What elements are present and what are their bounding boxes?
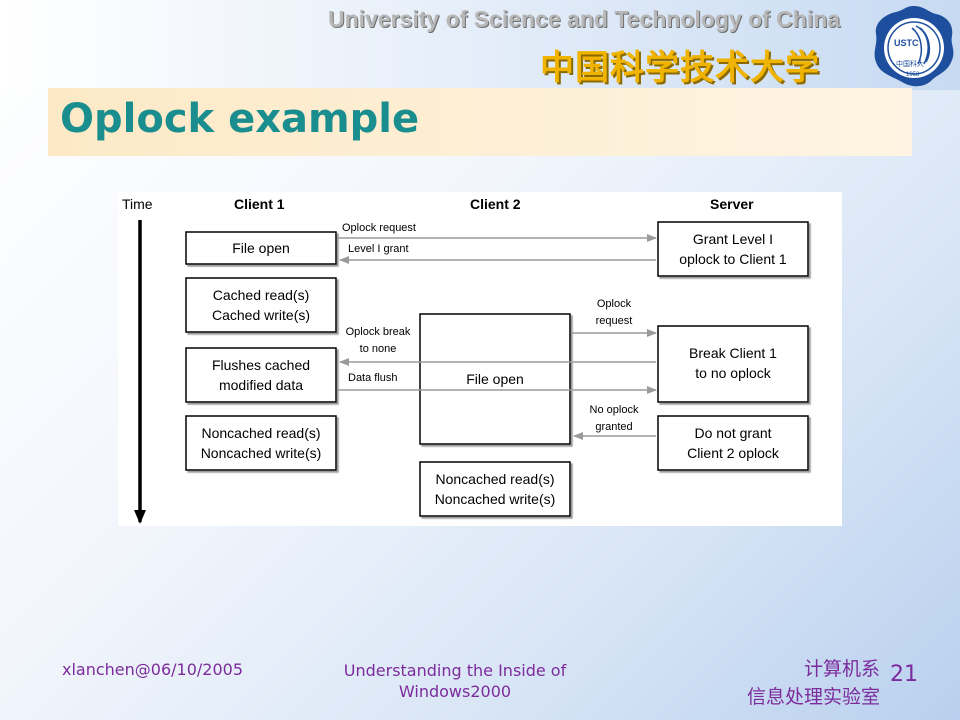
university-name-en: University of Science and Technology of … (328, 6, 841, 32)
svg-text:Noncached write(s): Noncached write(s) (201, 445, 322, 461)
svg-text:Noncached read(s): Noncached read(s) (435, 471, 554, 487)
title-bar (48, 88, 912, 156)
svg-text:Client 2 oplock: Client 2 oplock (687, 445, 780, 461)
university-logo: USTC 中国科大 1958 (874, 6, 954, 87)
msg-data-flush: Data flush (348, 372, 398, 384)
client1-box-flush (185, 347, 337, 403)
client1-header: Client 1 (234, 196, 285, 212)
header-band (0, 0, 960, 90)
svg-text:Noncached write(s): Noncached write(s) (435, 491, 556, 507)
client1-box-noncached-rw (185, 415, 337, 471)
footer-dept-line2: 信息处理实验室 (746, 686, 880, 708)
svg-text:File open: File open (466, 371, 524, 387)
svg-text:Break Client 1: Break Client 1 (689, 345, 777, 361)
footer-dept-line1: 计算机系 (803, 658, 880, 680)
svg-text:modified data: modified data (219, 377, 303, 393)
msg-level1-grant: Level I grant (348, 243, 409, 255)
client2-box-file-open (419, 313, 571, 445)
svg-text:Flushes cached: Flushes cached (212, 357, 310, 373)
svg-text:USTC: USTC (894, 38, 919, 48)
svg-text:Grant Level I: Grant Level I (693, 231, 773, 247)
university-name-cn: 中国科学技术大学 (540, 48, 820, 88)
slide-title: Oplock example (60, 96, 420, 142)
time-label: Time (122, 196, 153, 212)
svg-text:Do not grant: Do not grant (694, 425, 771, 441)
footer-course: Understanding the Inside of Windows2000 (343, 661, 567, 701)
msg-oplock-request-2b: request (596, 315, 633, 327)
client1-box-file-open (185, 231, 337, 265)
svg-text:Noncached read(s): Noncached read(s) (201, 425, 320, 441)
svg-text:中国科大: 中国科大 (896, 59, 924, 68)
client2-box-noncached-rw (419, 461, 571, 517)
msg-oplock-break-b: to none (360, 343, 397, 355)
server-box-break-client1 (657, 325, 809, 403)
server-box-grant-level1 (657, 221, 809, 277)
svg-text:Cached write(s): Cached write(s) (212, 307, 310, 323)
msg-no-oplock-a: No oplock (590, 404, 639, 416)
svg-text:1958: 1958 (906, 72, 920, 78)
msg-no-oplock-b: granted (595, 421, 632, 433)
svg-text:to no oplock: to no oplock (695, 365, 771, 381)
footer-author-date: xlanchen@06/10/2005 (62, 660, 243, 679)
svg-text:oplock to Client 1: oplock to Client 1 (679, 251, 787, 267)
server-header: Server (710, 196, 754, 212)
oplock-diagram: Time Client 1 Client 2 Server File open … (118, 192, 842, 526)
footer-department: 计算机系 信息处理实验室 (700, 655, 880, 711)
msg-oplock-request-1: Oplock request (342, 222, 416, 234)
client2-header: Client 2 (470, 196, 521, 212)
client1-box-cached-rw (185, 277, 337, 333)
page-number: 21 (890, 662, 918, 687)
msg-oplock-break-a: Oplock break (346, 326, 411, 338)
svg-text:File open: File open (232, 240, 290, 256)
server-box-no-grant (657, 415, 809, 471)
msg-oplock-request-2a: Oplock (597, 298, 632, 310)
svg-text:Cached read(s): Cached read(s) (213, 287, 310, 303)
